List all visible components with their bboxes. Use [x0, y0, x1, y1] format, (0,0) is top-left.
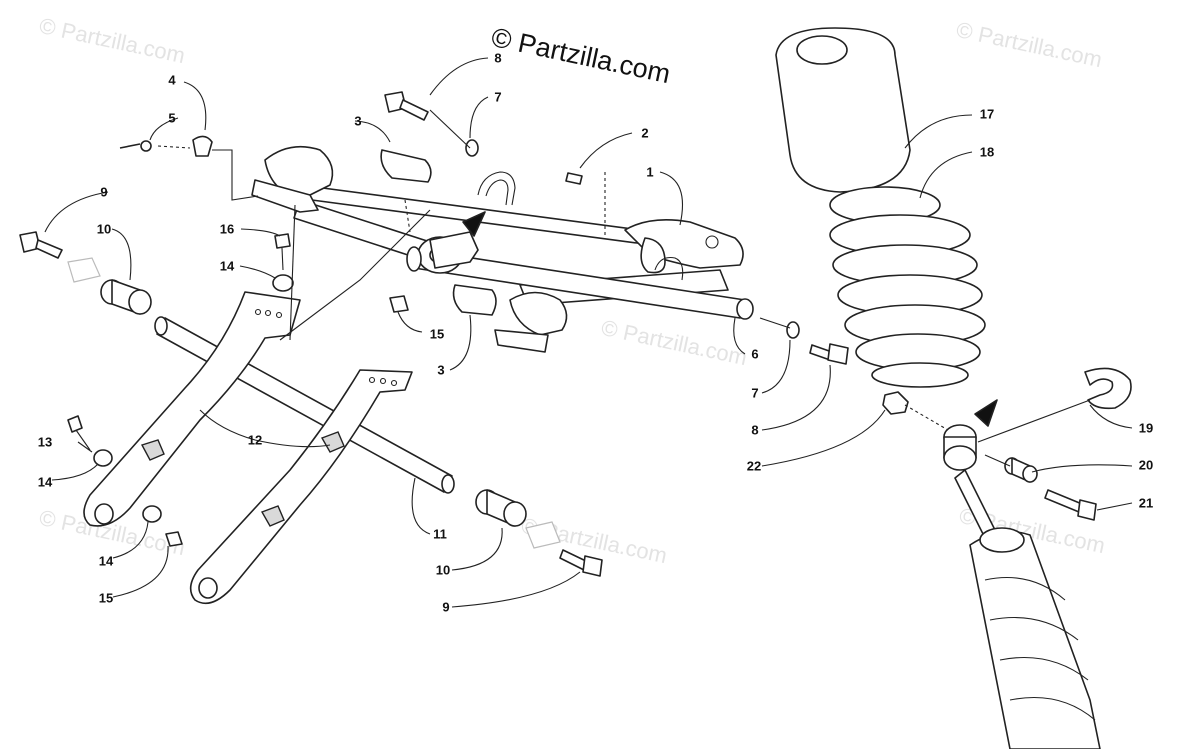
- callout-label: 18: [979, 144, 995, 160]
- callout-label: 5: [168, 110, 176, 126]
- bolt: [1044, 489, 1097, 521]
- leader-lines: [44, 57, 1133, 608]
- callout-label: 20: [1138, 457, 1154, 473]
- plate: [192, 135, 213, 157]
- spring: [829, 186, 986, 388]
- bolt: [809, 343, 849, 365]
- callout-label: 6: [751, 346, 759, 362]
- callout-label: 4: [168, 72, 176, 88]
- callout-label: 10: [435, 562, 451, 578]
- a-arm-assembly: [251, 145, 754, 353]
- bolt: [67, 415, 83, 433]
- bolt: [274, 233, 291, 249]
- callout-label: 14: [37, 474, 53, 490]
- bump-cap: [775, 27, 911, 193]
- callout-label: 14: [219, 258, 235, 274]
- callout-label: 3: [437, 362, 445, 378]
- torque-arm: [189, 369, 413, 605]
- arrow-pointer-icon: [462, 211, 486, 237]
- shock-body: [954, 469, 1101, 749]
- callout-label: 12: [247, 432, 263, 448]
- bolt: [559, 549, 603, 577]
- callout-label: 2: [641, 125, 649, 141]
- bushing: [100, 279, 152, 315]
- shock-eye: [943, 424, 977, 471]
- wear-pad: [452, 284, 497, 316]
- washer: [142, 505, 162, 523]
- washer: [93, 449, 113, 467]
- bushing: [475, 489, 527, 527]
- washer: [525, 521, 561, 549]
- callout-label: 11: [433, 526, 447, 542]
- callout-label: 19: [1138, 420, 1154, 436]
- callout-label: 9: [100, 184, 108, 200]
- nut: [165, 531, 183, 547]
- callout-label: 13: [37, 434, 53, 450]
- callout-label: 10: [96, 221, 112, 237]
- retainer-clip: [1084, 367, 1132, 410]
- rivet: [119, 140, 152, 152]
- callout-label: 22: [746, 458, 762, 474]
- callout-label: 16: [219, 221, 235, 237]
- nut: [389, 295, 409, 313]
- washer: [67, 257, 101, 283]
- washer: [272, 274, 294, 292]
- torque-arm: [83, 291, 301, 527]
- callout-label: 3: [354, 113, 362, 129]
- bolt: [384, 91, 429, 121]
- wear-pad: [380, 149, 432, 183]
- bolt: [19, 231, 63, 259]
- arrow-pointer-icon: [974, 399, 998, 427]
- lock-washer: [465, 139, 479, 157]
- callout-label: 15: [429, 326, 445, 342]
- callout-label: 17: [979, 106, 995, 122]
- spacer: [1004, 457, 1038, 483]
- callout-label: 14: [98, 553, 114, 569]
- lock-washer: [786, 321, 800, 339]
- nut: [882, 391, 909, 415]
- callout-label: 1: [646, 164, 654, 180]
- callout-label: 9: [442, 599, 450, 615]
- callout-label: 8: [494, 50, 502, 66]
- callout-label: 7: [751, 385, 759, 401]
- callout-label: 8: [751, 422, 759, 438]
- callout-label: 15: [98, 590, 114, 606]
- callout-label: 7: [494, 89, 502, 105]
- callout-label: 21: [1138, 495, 1154, 511]
